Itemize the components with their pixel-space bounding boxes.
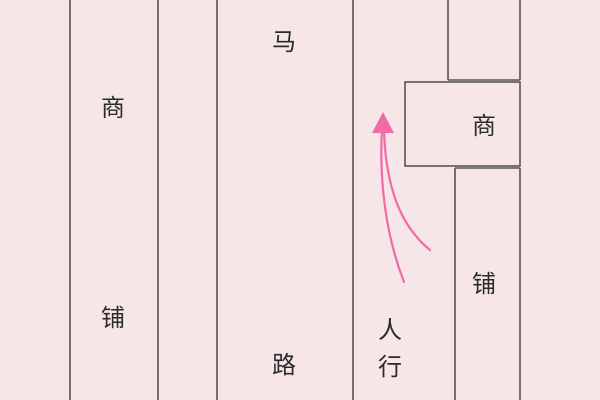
- left-shop-label-1: 商: [101, 94, 125, 122]
- pedestrian-arrow-right-stroke: [382, 128, 432, 252]
- left-shop-label-2: 铺: [101, 304, 125, 332]
- sidewalk-label-2: 行: [378, 353, 402, 381]
- right-shop-label-2: 铺: [472, 270, 496, 298]
- right-shop-label-1: 商: [472, 112, 496, 140]
- pedestrian-arrow-left-stroke: [380, 126, 406, 284]
- road-label-2: 路: [272, 351, 296, 379]
- right-shop-box: [404, 81, 521, 167]
- pedestrian-arrowhead: [372, 112, 394, 133]
- sidewalk-label-1: 人: [378, 316, 402, 344]
- road-label-1: 马: [272, 28, 296, 56]
